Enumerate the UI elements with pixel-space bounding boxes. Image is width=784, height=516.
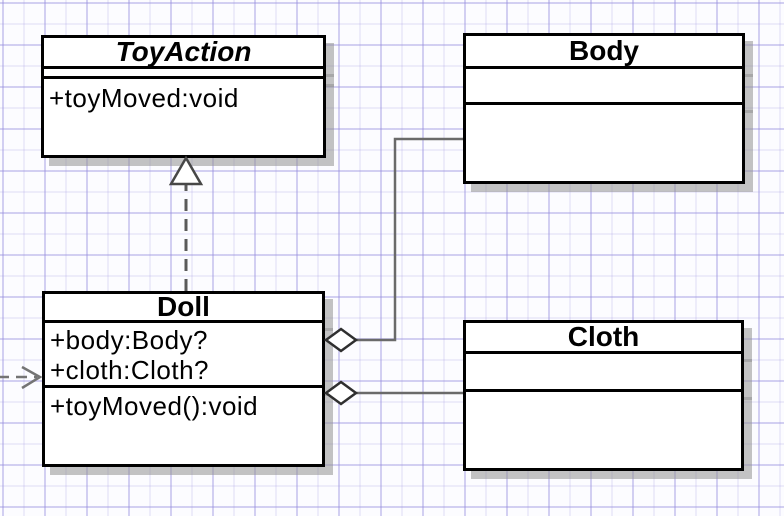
class-doll-attributes-compartment: +body:Body? +cloth:Cloth? (42, 320, 325, 388)
hollow-diamond-body (323, 327, 359, 353)
class-cloth-attributes-compartment (463, 351, 744, 392)
class-doll[interactable]: Doll +body:Body? +cloth:Cloth? +toyMoved… (42, 291, 325, 467)
class-cloth-name: Cloth (567, 321, 640, 352)
class-body-attributes-compartment (463, 66, 745, 105)
class-toyaction[interactable]: ToyAction +toyMoved:void (41, 35, 326, 158)
class-body-operations-compartment (463, 102, 745, 184)
class-toyaction-name: ToyAction (115, 36, 252, 67)
class-doll-operations-compartment: +toyMoved():void (42, 385, 325, 467)
aggregation-doll-to-cloth[interactable] (323, 380, 463, 406)
dependency-arrow-into-doll[interactable] (0, 365, 43, 390)
class-cloth-title-compartment: Cloth (463, 320, 744, 354)
attribute-body: +body:Body? (50, 325, 209, 355)
operation-toymoved: +toyMoved:void (49, 83, 239, 113)
hollow-diamond-cloth (323, 380, 359, 406)
attribute-cloth: +cloth:Cloth? (50, 355, 209, 385)
open-arrowhead (21, 365, 43, 390)
class-cloth-operations-compartment (463, 389, 744, 471)
realization-doll-to-toyaction[interactable] (168, 155, 204, 291)
class-body-title-compartment: Body (463, 33, 745, 69)
aggregation-doll-to-body[interactable] (323, 137, 463, 353)
class-toyaction-operations-compartment: +toyMoved:void (41, 76, 326, 158)
class-doll-title-compartment: Doll (42, 291, 325, 323)
aggregation-body-line (355, 137, 463, 342)
class-body-name: Body (569, 35, 639, 66)
class-doll-name: Doll (157, 291, 210, 322)
operation-toymoved: +toyMoved():void (50, 391, 259, 421)
class-toyaction-title-compartment: ToyAction (41, 35, 326, 69)
class-cloth[interactable]: Cloth (463, 320, 744, 471)
hollow-triangle-arrowhead (168, 155, 204, 186)
class-body[interactable]: Body (463, 33, 745, 184)
